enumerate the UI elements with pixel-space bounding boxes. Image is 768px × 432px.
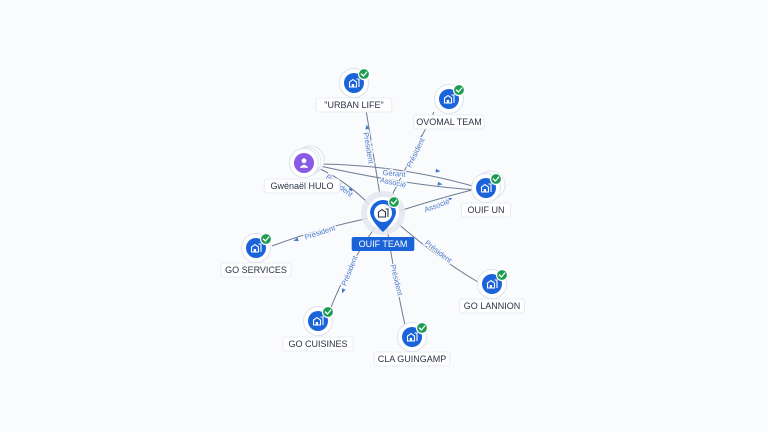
node-ouif-un[interactable]: OUIF UN (461, 170, 511, 218)
verified-check-icon (357, 67, 371, 81)
node-label-text: GO CUISINES (288, 339, 347, 349)
node-go-lannion[interactable]: GO LANNION (459, 268, 525, 314)
building-icon (312, 316, 324, 326)
building-icon (377, 208, 389, 218)
edge-line (329, 225, 377, 311)
building-icon (486, 279, 498, 289)
edge-label: Président (361, 132, 376, 166)
building-icon (348, 78, 360, 88)
node-label: GO CUISINES (282, 336, 354, 352)
node-go-services[interactable]: GO SERVICES (220, 232, 292, 278)
center-node[interactable]: OUIF TEAM (351, 191, 415, 251)
node-label-text: Gwénaël HULO (270, 181, 333, 191)
node-label-text: CLA GUINGAMP (378, 354, 447, 364)
verified-check-icon (415, 321, 429, 335)
node-label: OVOMAL TEAM (413, 114, 485, 130)
edge-line (319, 165, 477, 191)
edge-ouif_team-go_lannion: Président (395, 221, 479, 283)
building-icon (480, 183, 492, 193)
edge-label: Président (405, 136, 427, 169)
verified-check-icon (321, 305, 335, 319)
edge-label: Président (303, 223, 337, 242)
node-label-text: "URBAN LIFE" (324, 100, 383, 110)
node-label: Gwénaël HULO (263, 178, 341, 194)
node-label-text: OVOMAL TEAM (416, 117, 482, 127)
nodes-layer: "URBAN LIFE" OVOMAL TEAM Gwénaël HULO OUIF … (220, 67, 525, 367)
edge-line (319, 163, 477, 188)
edge-label: Président (339, 254, 360, 288)
edge-arrow (348, 187, 353, 192)
edge-gwenael_hulo-ouif_un: Gérant (319, 163, 477, 188)
building-icon (250, 243, 262, 253)
edge-line (271, 217, 371, 247)
center-label: OUIF TEAM (351, 237, 415, 251)
node-label: CLA GUINGAMP (373, 351, 451, 367)
edge-label: Président (423, 238, 454, 265)
edge-arrow (435, 168, 441, 173)
edge-arrow (365, 124, 370, 130)
verified-check-icon (259, 232, 273, 246)
verified-check-icon (387, 195, 401, 209)
node-cla-guingamp[interactable]: CLA GUINGAMP (373, 321, 451, 367)
edge-arrow (396, 291, 401, 297)
center-label-text: OUIF TEAM (359, 239, 408, 249)
edge-label: Gérant (382, 168, 407, 179)
building-icon (443, 94, 455, 104)
person-icon (299, 158, 309, 168)
node-label: GO LANNION (459, 298, 525, 314)
building-icon (406, 332, 418, 342)
node-label-text: GO LANNION (464, 301, 521, 311)
edge-arrow (418, 134, 423, 140)
node-label-text: OUIF UN (468, 205, 505, 215)
edge-arrow (341, 288, 346, 294)
edge-ouif_team-ouif_un: Associé (395, 189, 473, 215)
node-ovomal-team[interactable]: OVOMAL TEAM (413, 83, 485, 130)
verified-check-icon (489, 172, 503, 186)
node-label-text: GO SERVICES (225, 265, 287, 275)
node-gwenael-hulo[interactable]: Gwénaël HULO (263, 145, 341, 194)
node-urban-life[interactable]: "URBAN LIFE" (315, 67, 393, 113)
edge-arrow (446, 259, 452, 264)
verified-check-icon (495, 268, 509, 282)
node-label: GO SERVICES (220, 262, 292, 278)
edge-arrow (447, 197, 453, 202)
edge-label: Président (388, 263, 405, 297)
edge-arrow (437, 181, 443, 186)
edge-arrow (293, 237, 299, 242)
node-label: "URBAN LIFE" (315, 97, 393, 113)
node-label: OUIF UN (461, 202, 511, 218)
node-go-cuisines[interactable]: GO CUISINES (282, 305, 354, 352)
verified-check-icon (452, 83, 466, 97)
edge-line (395, 221, 479, 283)
